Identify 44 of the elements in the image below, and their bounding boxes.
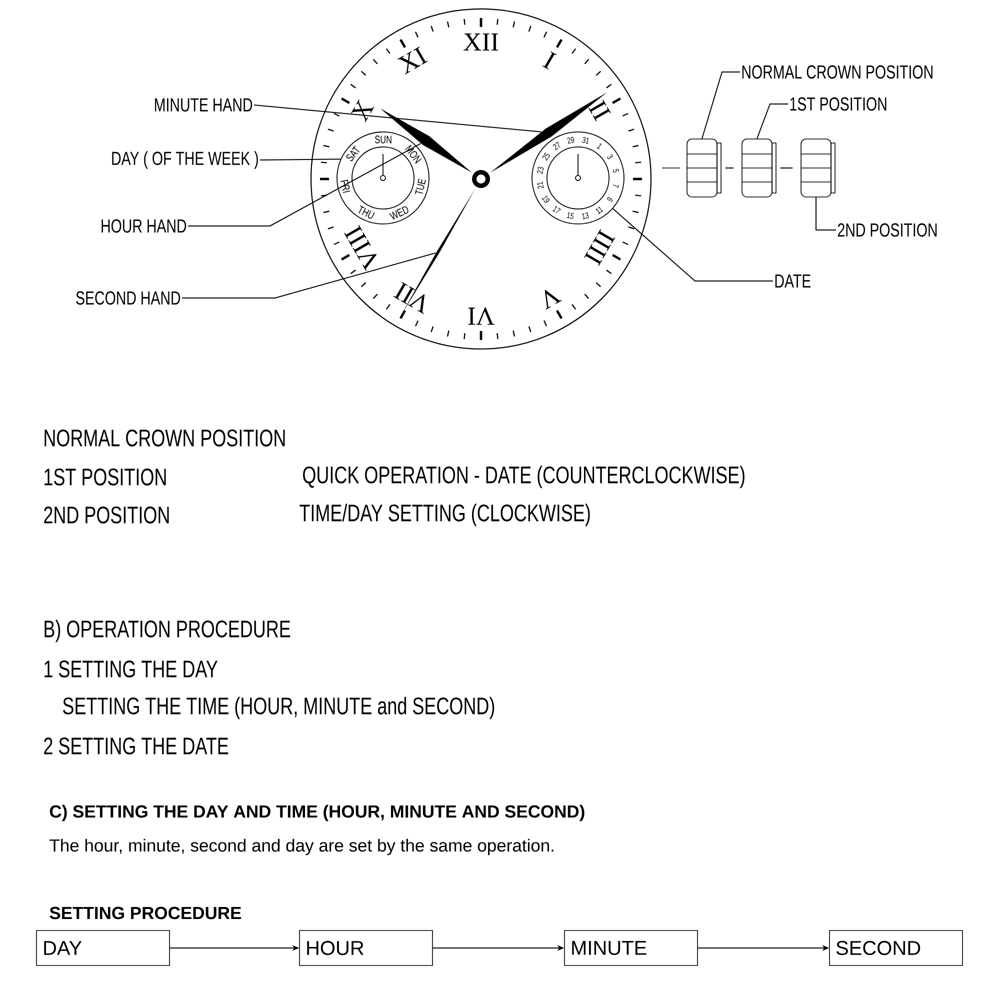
roman-numeral: I: [542, 51, 557, 70]
text-line: QUICK OPERATION - DATE (COUNTERCLOCKWISE): [303, 466, 744, 488]
step-box: HOUR: [299, 930, 433, 966]
text-line: SETTING THE TIME (HOUR, MINUTE and SECOND): [63, 696, 494, 720]
roman-numeral: VI: [468, 307, 494, 325]
subdial: SAT SUN MON TUE WED THU FRI: [336, 132, 430, 224]
callout-label: NORMAL CROWN POSITION: [742, 65, 932, 79]
step-box: SECOND: [829, 930, 963, 966]
text-line: C) SETTING THE DAY AND TIME (HOUR, MINUTE AND SECOND): [50, 804, 584, 822]
subdial: 29 31 1 3 5 7 9 11 13 15 17 19 21 23 25 27: [532, 132, 624, 224]
text-line: TIME/DAY SETTING (CLOCKWISE): [300, 504, 590, 526]
step-box: MINUTE: [564, 930, 698, 966]
leader-line: [612, 208, 774, 282]
callout-label: 1ST POSITION: [790, 97, 886, 111]
step-box: DAY: [36, 930, 170, 966]
roman-numeral: X: [351, 99, 374, 122]
leader-line: [816, 196, 837, 230]
callout-label: DATE: [775, 274, 811, 288]
callout-label: SECOND HAND: [76, 291, 180, 305]
text-line: 1ST POSITION: [44, 468, 166, 486]
roman-numeral: V: [544, 290, 562, 310]
text-line: The hour, minute, second and day are set by the same operation.: [50, 838, 554, 856]
crown-drawing: [800, 138, 836, 198]
callout-label: HOUR HAND: [102, 219, 186, 233]
crown-drawing: [742, 138, 776, 198]
text-line: B) OPERATION PROCEDURE: [44, 620, 290, 642]
leader-line: [182, 252, 436, 298]
text-line: NORMAL CROWN POSITION: [44, 430, 285, 446]
leader-line: [188, 143, 422, 226]
leader-line: [260, 158, 342, 160]
callout-label: DAY ( OF THE WEEK ): [112, 151, 258, 169]
roman-numeral: XI: [398, 46, 428, 74]
callout-label: 2ND POSITION: [838, 223, 937, 237]
leader-line: [756, 103, 789, 140]
roman-numeral: II: [588, 100, 611, 122]
text-line: 2ND POSITION: [44, 506, 169, 524]
callout-label: MINUTE HAND: [155, 98, 252, 112]
crown-drawing: [686, 138, 722, 198]
text-line: 2 SETTING THE DATE: [44, 738, 228, 754]
roman-numeral: VII: [393, 282, 425, 314]
roman-numeral: XII: [464, 33, 498, 50]
roman-numeral: IIII: [584, 229, 616, 266]
leader-line: [702, 71, 741, 140]
text-line: 1 SETTING THE DAY: [44, 660, 218, 678]
